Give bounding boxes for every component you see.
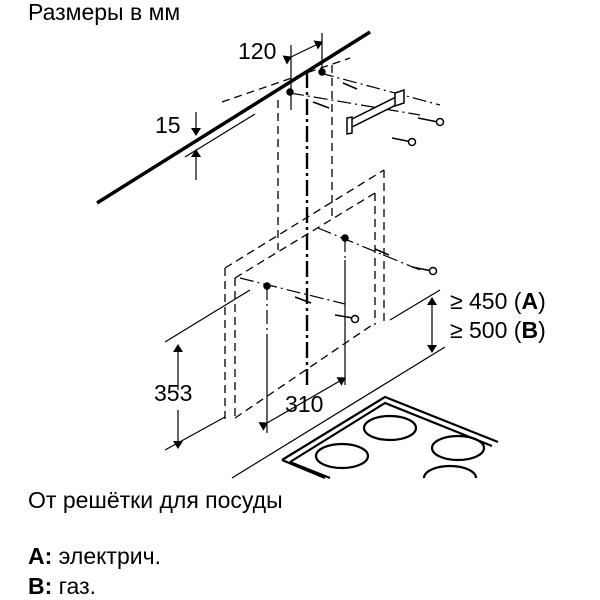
dimension-353-label: 353: [154, 380, 192, 406]
dimension-310-label: 310: [285, 391, 323, 417]
guide-line: [289, 92, 421, 116]
dimension-120-label: 120: [238, 38, 276, 64]
clearance-a-label: ≥ 450 (A): [450, 288, 546, 314]
guide-line: [221, 57, 351, 103]
legend-item-a: A: электрич.: [28, 543, 161, 570]
dimension-15: 15: [155, 112, 256, 180]
legend-item-b: B: газ.: [28, 573, 96, 600]
dimension-clearance: ≥ 450 (A) ≥ 500 (B): [231, 288, 546, 479]
ceiling-line: [96, 30, 371, 205]
dimension-15-label: 15: [155, 112, 181, 138]
legend-value: газ.: [52, 573, 97, 599]
guide-line: [319, 72, 441, 106]
legend-value: электрич.: [52, 543, 161, 569]
caption: От решётки для посуды: [28, 487, 283, 513]
dimension-353: 353: [154, 289, 251, 451]
clearance-b-label: ≥ 500 (B): [450, 317, 546, 343]
dimension-120: 120: [238, 33, 323, 110]
hob: [281, 395, 499, 480]
wall-bracket: [346, 88, 405, 135]
page-title: Размеры в мм: [28, 0, 181, 25]
legend-key: A:: [28, 543, 53, 569]
hood-outline: [224, 169, 421, 433]
dimension-310: 310: [258, 377, 346, 431]
screws: [263, 68, 445, 324]
legend-key: B:: [28, 573, 53, 599]
